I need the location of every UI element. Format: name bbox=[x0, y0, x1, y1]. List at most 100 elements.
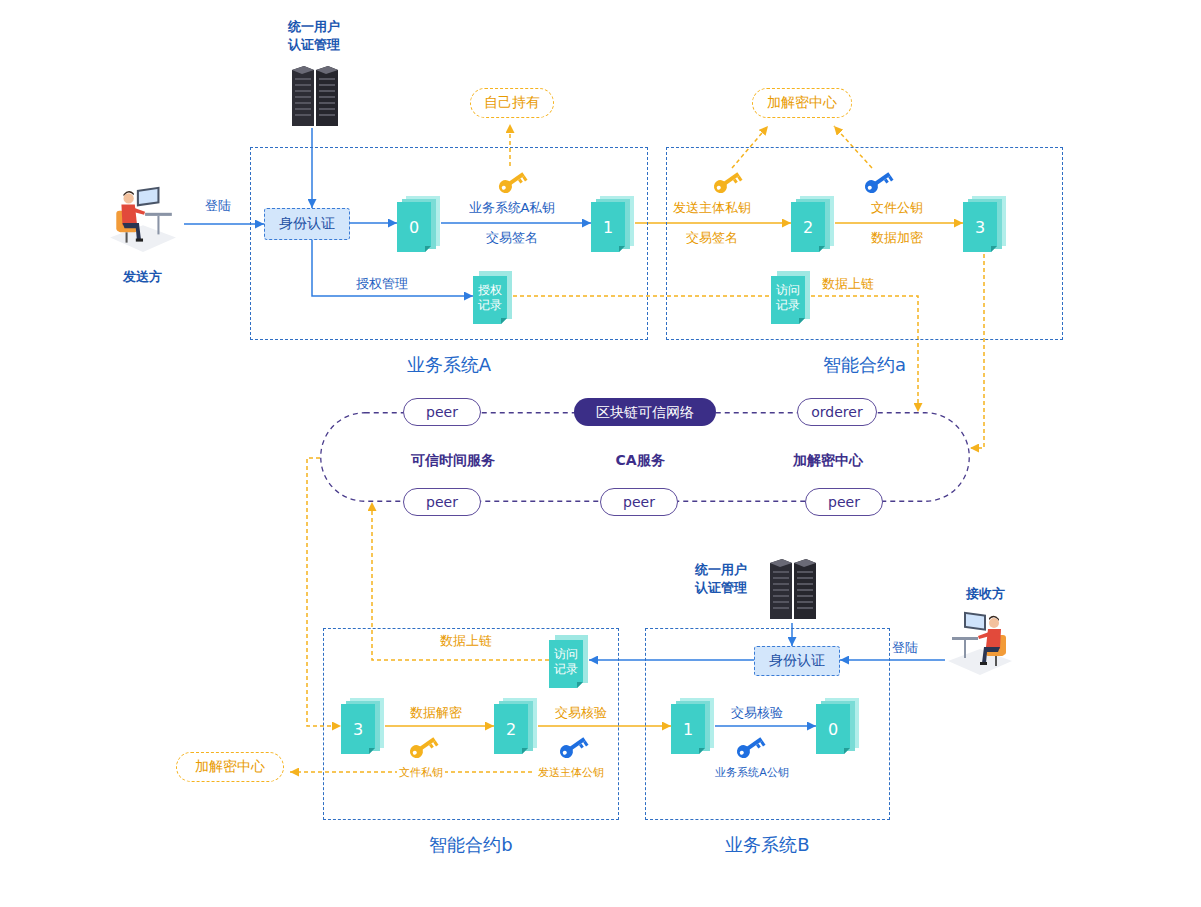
callout-pill: 自己持有 bbox=[470, 88, 554, 118]
key-icon bbox=[407, 734, 438, 761]
key-icon bbox=[496, 169, 527, 196]
flow-arrow bbox=[385, 725, 494, 727]
peer-pill: orderer bbox=[797, 398, 877, 426]
actor-node: 发送方 bbox=[100, 180, 184, 286]
box-label: peer bbox=[623, 494, 655, 510]
server-icon bbox=[292, 66, 338, 126]
document-node: 0 bbox=[397, 196, 441, 254]
record-label: 访问记录 bbox=[776, 283, 800, 313]
key-icon bbox=[734, 734, 765, 761]
document-node: 2 bbox=[791, 196, 835, 254]
record-label: 访问记录 bbox=[554, 647, 578, 677]
edge-label: 数据上链 bbox=[440, 632, 492, 650]
edge-label: 授权管理 bbox=[356, 275, 408, 293]
system-region: 业务系统A身份认证01授权记录 bbox=[250, 147, 648, 340]
receiver-icon bbox=[948, 612, 1012, 675]
box-label: peer bbox=[828, 494, 860, 510]
peer-pill: peer bbox=[403, 488, 481, 516]
flow-arrow bbox=[350, 222, 397, 224]
document-number: 3 bbox=[963, 202, 997, 252]
box-label: orderer bbox=[811, 404, 862, 420]
document-node: 1 bbox=[671, 698, 715, 756]
document-number: 0 bbox=[816, 704, 850, 754]
actor-label: 发送方 bbox=[100, 268, 184, 286]
region-heading: 智能合约a bbox=[823, 353, 906, 377]
box-label: 加解密中心 bbox=[195, 758, 265, 776]
callout-pill: 加解密中心 bbox=[752, 88, 852, 118]
flow-arrow bbox=[791, 623, 793, 646]
edge-label: 数据上链 bbox=[822, 275, 874, 293]
auth-box: 身份认证 bbox=[754, 646, 840, 676]
box-label: 身份认证 bbox=[279, 215, 335, 233]
service-label: CA服务 bbox=[615, 452, 664, 470]
flow-arrow bbox=[441, 222, 591, 224]
flow-arrow bbox=[835, 222, 963, 224]
document-node: 2 bbox=[494, 698, 538, 756]
actor-label: 接收方 bbox=[945, 585, 1025, 603]
region-heading: 业务系统A bbox=[407, 353, 491, 377]
flow-arrow bbox=[715, 725, 816, 727]
server-label: 统一用户 认证管理 bbox=[695, 561, 747, 597]
service-label: 加解密中心 bbox=[793, 452, 863, 470]
record-node: 授权记录 bbox=[473, 271, 513, 325]
network-title: 区块链可信网络 bbox=[574, 398, 716, 426]
server-node: 统一用户 认证管理 bbox=[272, 18, 356, 128]
system-region: 业务系统B身份认证10 bbox=[645, 628, 890, 820]
edge-label: 业务系统A私钥 交易签名 bbox=[469, 193, 556, 253]
flow-arrow bbox=[184, 223, 264, 225]
box-label: 自己持有 bbox=[484, 94, 540, 112]
flow-arrow bbox=[311, 128, 313, 208]
flow-arrow bbox=[307, 458, 341, 726]
document-number: 2 bbox=[494, 704, 528, 754]
actor-node: 接收方 bbox=[945, 585, 1025, 685]
region-heading: 智能合约b bbox=[429, 833, 512, 857]
peer-pill: peer bbox=[600, 488, 678, 516]
auth-box: 身份认证 bbox=[264, 208, 350, 240]
key-icon bbox=[557, 734, 588, 761]
sender-icon bbox=[110, 187, 176, 252]
server-node: 统一用户 认证管理 bbox=[695, 553, 825, 623]
document-node: 3 bbox=[341, 698, 385, 756]
record-node: 访问记录 bbox=[549, 635, 589, 689]
edge-label: 发送主体私钥 交易签名 bbox=[673, 193, 751, 253]
box-label: peer bbox=[426, 404, 458, 420]
service-label: 可信时间服务 bbox=[411, 452, 495, 470]
flow-arrow bbox=[372, 502, 549, 660]
record-node: 访问记录 bbox=[771, 271, 811, 325]
document-node: 3 bbox=[963, 196, 1007, 254]
box-label: 加解密中心 bbox=[767, 94, 837, 112]
peer-pill: peer bbox=[403, 398, 481, 426]
document-number: 3 bbox=[341, 704, 375, 754]
edge-label: 交易核验 bbox=[555, 704, 607, 722]
edge-label: 登陆 bbox=[205, 197, 231, 215]
edge-label: 登陆 bbox=[892, 639, 918, 657]
flow-arrow bbox=[811, 296, 918, 412]
flow-arrow bbox=[513, 295, 771, 297]
document-number: 1 bbox=[671, 704, 705, 754]
key-label: 文件私钥 bbox=[397, 765, 445, 780]
flow-arrow bbox=[589, 659, 754, 661]
server-icon bbox=[770, 559, 816, 619]
edge-label: 数据解密 bbox=[410, 704, 462, 722]
box-label: 身份认证 bbox=[769, 652, 825, 670]
key-label: 发送主体公钥 bbox=[536, 765, 606, 780]
flow-arrow bbox=[635, 222, 791, 224]
flow-arrow bbox=[840, 659, 945, 661]
document-number: 2 bbox=[791, 202, 825, 252]
flow-arrow bbox=[538, 725, 671, 727]
box-label: peer bbox=[426, 494, 458, 510]
system-region: 智能合约b访问记录32 bbox=[323, 628, 619, 820]
record-label: 授权记录 bbox=[478, 283, 502, 313]
network-band: 区块链可信网络可信时间服务CA服务加解密中心peerordererpeerpee… bbox=[320, 412, 970, 502]
key-leader bbox=[509, 124, 511, 166]
edge-label: 文件公钥 数据加密 bbox=[871, 193, 923, 253]
document-node: 1 bbox=[591, 196, 635, 254]
key-label: 业务系统A公钥 bbox=[713, 765, 791, 780]
server-label: 统一用户 认证管理 bbox=[288, 18, 340, 54]
callout-pill: 加解密中心 bbox=[176, 752, 284, 782]
peer-pill: peer bbox=[805, 488, 883, 516]
edge-label: 交易核验 bbox=[731, 704, 783, 722]
document-number: 1 bbox=[591, 202, 625, 252]
flow-arrow bbox=[312, 240, 473, 296]
